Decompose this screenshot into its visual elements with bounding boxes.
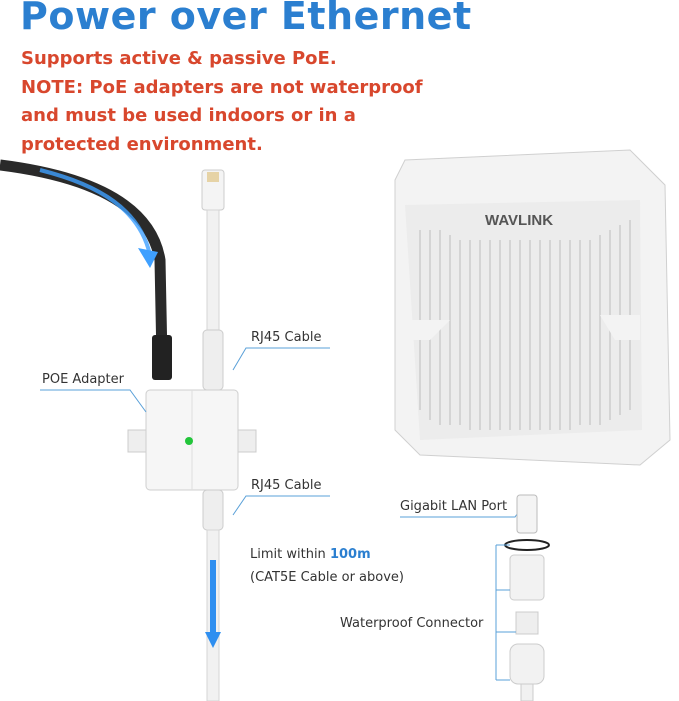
poe-adapter-label: POE Adapter: [42, 372, 124, 387]
wavlink-logo: WAVLINK: [485, 212, 553, 229]
dc-plug: [152, 335, 172, 380]
note-line: protected environment.: [21, 133, 263, 155]
limit-value: 100m: [329, 547, 371, 562]
gigabit-lan-port-label: Gigabit LAN Port: [400, 499, 508, 514]
page-title: Power over Ethernet: [20, 0, 472, 38]
rj45-cable-label-bottom: RJ45 Cable: [251, 478, 322, 493]
power-flow-arrow: [39, 168, 152, 256]
poe-note: Supports active & passive PoE. NOTE: PoE…: [21, 45, 423, 159]
distance-limit-label: Limit within 100m: [250, 547, 371, 562]
note-line: NOTE: PoE adapters are not waterproof: [21, 76, 423, 98]
note-line: Supports active & passive PoE.: [21, 48, 337, 69]
power-cable: [0, 159, 168, 361]
rj45-cable-label-top: RJ45 Cable: [251, 330, 322, 345]
waterproof-connector-label: Waterproof Connector: [340, 616, 484, 631]
limit-prefix: Limit within: [250, 547, 330, 562]
cable-top: [206, 209, 220, 331]
cable-spec-label: (CAT5E Cable or above): [250, 570, 404, 585]
waterproof-connector: [495, 494, 550, 701]
poe-adapter: [127, 389, 257, 491]
wavlink-router: WAVLINK: [394, 149, 671, 466]
power-led-icon: [185, 437, 193, 445]
note-line: and must be used indoors or in a: [21, 105, 356, 126]
